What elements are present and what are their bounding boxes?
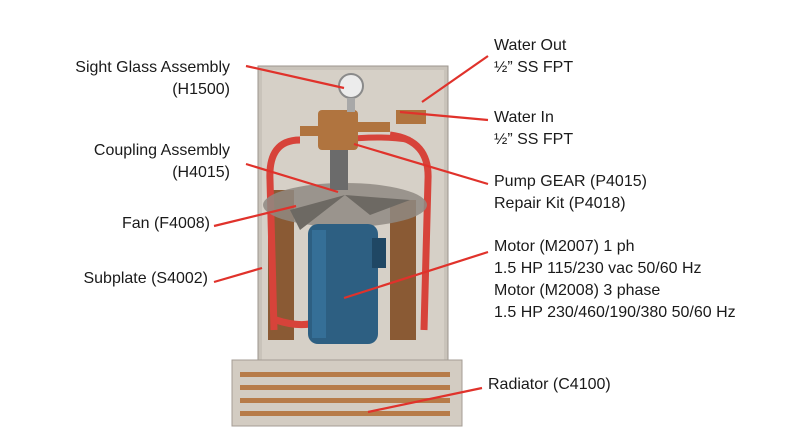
leader-fan: [213, 204, 297, 228]
label-pump: Pump GEAR (P4015) Repair Kit (P4018): [494, 173, 647, 212]
leader-sight-glass: [245, 64, 345, 90]
label-subplate: Subplate (S4002): [83, 270, 208, 287]
sight-glass: [338, 73, 364, 99]
radiator: [231, 359, 463, 427]
left-hose: [266, 136, 301, 331]
right-coil: [390, 200, 416, 340]
pump-body: [318, 110, 358, 150]
leader-water-out: [421, 55, 489, 103]
label-water-out: Water Out ½” SS FPT: [494, 37, 574, 76]
leader-motor: [343, 250, 489, 300]
fan-blade: [345, 195, 410, 215]
fan-blade: [290, 195, 345, 230]
leader-pump: [353, 142, 489, 186]
leader-lines: [213, 55, 489, 414]
label-water-in: Water In ½” SS FPT: [494, 109, 574, 148]
label-radiator: Radiator (C4100): [488, 376, 611, 393]
leader-radiator: [367, 386, 483, 414]
leader-water-in: [399, 110, 489, 122]
radiator-fins: [240, 372, 450, 416]
label-coupling: Coupling Assembly (H4015): [93, 142, 230, 181]
label-fan: Fan (F4008): [121, 215, 210, 232]
label-motor: Motor (M2007) 1 ph 1.5 HP 115/230 vac 50…: [494, 238, 736, 321]
label-sight-glass: Sight Glass Assembly (H1500): [75, 59, 230, 98]
leader-subplate: [213, 266, 263, 284]
coupling: [330, 150, 348, 190]
leader-coupling: [245, 162, 339, 194]
